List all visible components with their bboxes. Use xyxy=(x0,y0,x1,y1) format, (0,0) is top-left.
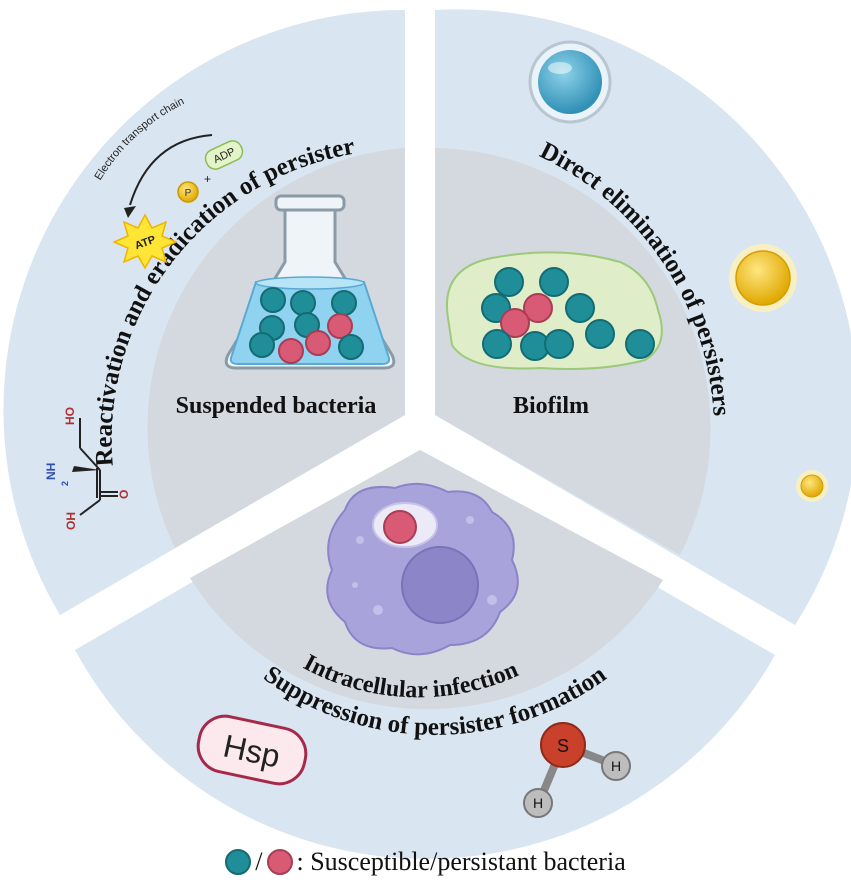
flask-bacteria xyxy=(249,287,364,364)
susceptible-bacterium xyxy=(585,319,615,349)
hsp-badge: Hsp xyxy=(196,714,308,786)
molecule-nh-sub: 2 xyxy=(60,481,70,486)
legend-text: : Susceptible/persistant bacteria xyxy=(296,847,626,876)
persistent-bacterium xyxy=(500,308,530,338)
susceptible-bacterium xyxy=(482,329,512,359)
svg-text:H: H xyxy=(611,758,621,774)
h2s-molecule: S H H xyxy=(523,722,631,818)
susceptible-bacterium xyxy=(539,267,569,297)
label-suspended-bacteria: Suspended bacteria xyxy=(176,393,377,419)
legend-persistent-dot xyxy=(266,849,293,875)
molecule-ho: HO xyxy=(63,407,77,425)
legend-separator: / xyxy=(255,847,263,876)
legend: / : Susceptible/persistant bacteria xyxy=(0,842,851,882)
adp-badge: ADP xyxy=(204,140,244,170)
svg-text:S: S xyxy=(557,736,569,756)
nanoparticle-gold-large-icon xyxy=(729,244,797,312)
plus-sign: + xyxy=(204,172,211,186)
phosphate-icon: P xyxy=(177,181,199,203)
wedge-bond xyxy=(72,466,100,472)
susceptible-bacterium xyxy=(260,287,286,313)
molecule-o: O xyxy=(117,490,131,499)
molecule-nh: NH xyxy=(44,463,58,480)
susceptible-bacterium xyxy=(338,334,364,360)
nanoparticle-blue-icon xyxy=(528,40,612,124)
persistent-bacterium xyxy=(305,330,331,356)
svg-text:H: H xyxy=(533,795,543,811)
susceptible-bacterium xyxy=(249,332,275,358)
atp-burst-icon: ATP xyxy=(112,213,178,270)
persistent-bacterium xyxy=(327,313,353,339)
svg-text:P: P xyxy=(185,188,192,199)
susceptible-bacterium xyxy=(290,290,316,316)
persistent-bacterium xyxy=(278,338,304,364)
susceptible-bacterium xyxy=(331,290,357,316)
persistent-bacterium xyxy=(383,510,417,544)
macrophage-icon xyxy=(326,482,519,656)
molecule-oh: OH xyxy=(64,512,78,530)
label-biofilm: Biofilm xyxy=(513,393,589,419)
etc-arrow xyxy=(129,134,213,206)
susceptible-bacterium xyxy=(625,329,655,359)
susceptible-bacterium xyxy=(565,293,595,323)
susceptible-bacterium xyxy=(544,329,574,359)
nanoparticle-gold-small-icon xyxy=(796,470,828,502)
susceptible-bacterium xyxy=(494,267,524,297)
arrowhead-icon xyxy=(124,206,136,218)
persistent-bacterium xyxy=(523,293,553,323)
serine-molecule xyxy=(79,418,118,516)
biofilm-bacteria xyxy=(481,267,655,361)
legend-susceptible-dot xyxy=(225,849,252,875)
